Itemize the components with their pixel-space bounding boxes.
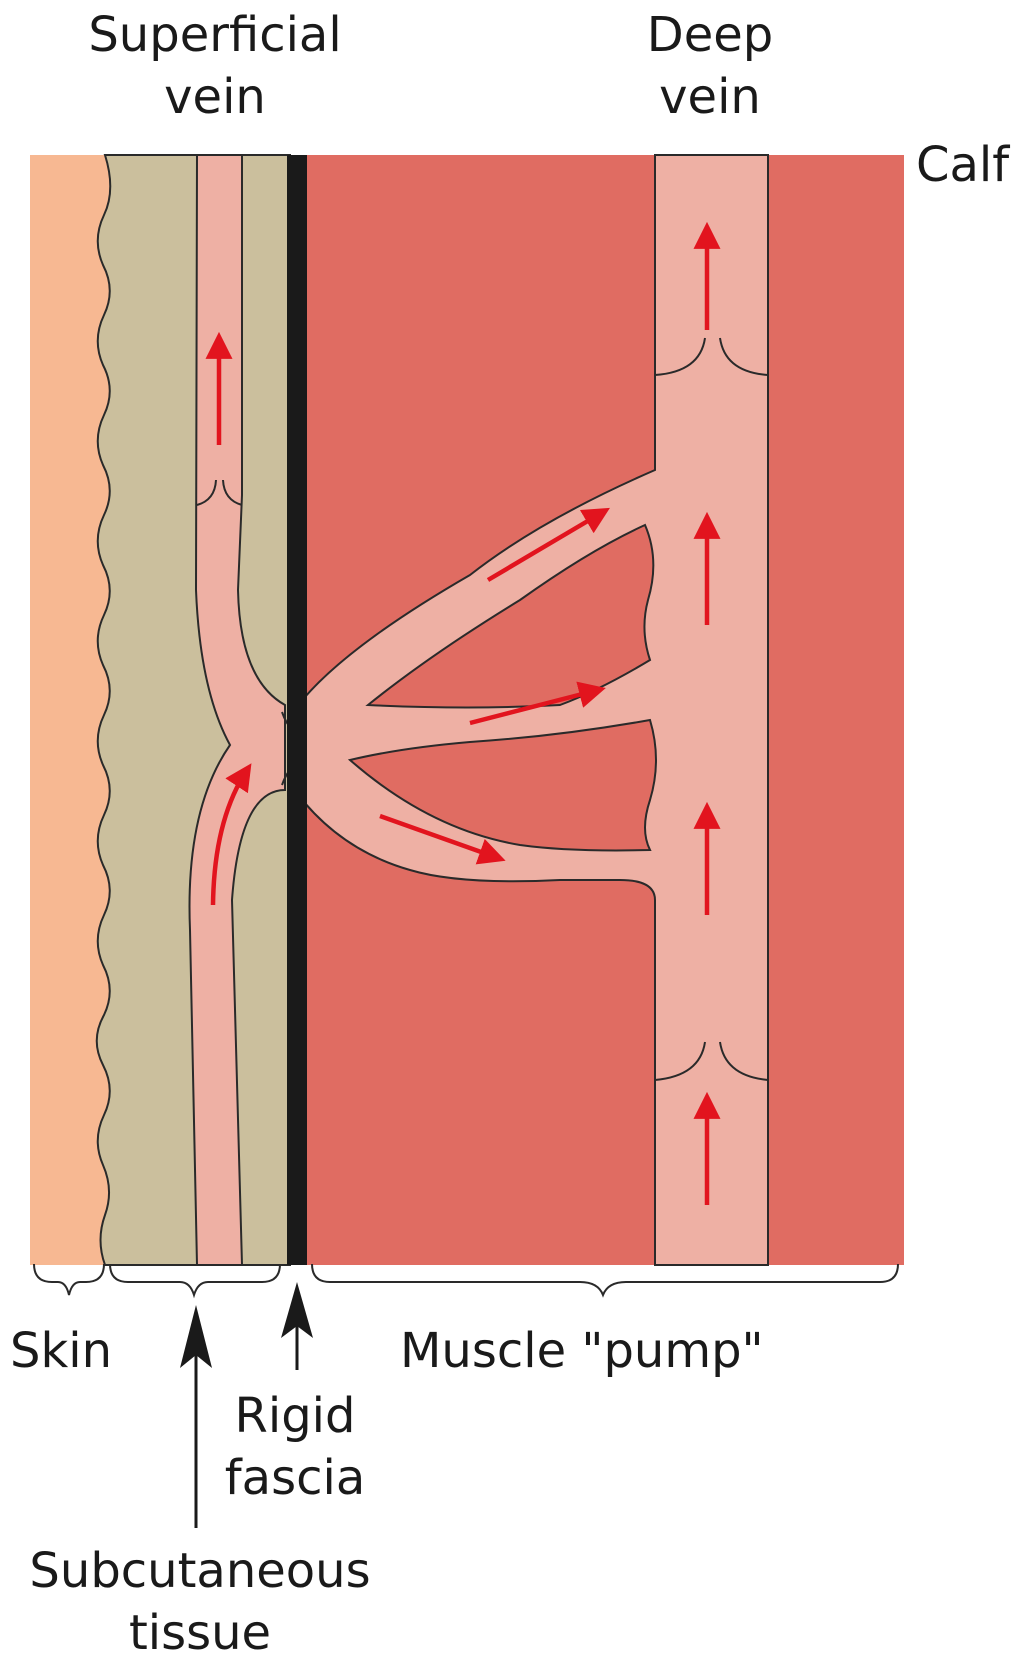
skin-brace <box>34 1264 104 1295</box>
subcutaneous-tissue-label: Subcutaneous tissue <box>10 1540 390 1664</box>
muscle-pump-label: Muscle "pump" <box>400 1320 764 1382</box>
calf-label: Calf <box>916 134 1009 196</box>
subcutaneous-brace <box>110 1264 280 1295</box>
deep-vein-label: Deep vein <box>600 4 820 128</box>
rigid-fascia-band <box>287 155 307 1265</box>
region-braces <box>34 1264 898 1295</box>
skin-label: Skin <box>10 1320 112 1382</box>
muscle-brace <box>312 1264 898 1295</box>
superficial-vein-label: Superficial vein <box>70 4 360 128</box>
rigid-fascia-label: Rigid fascia <box>210 1385 380 1509</box>
